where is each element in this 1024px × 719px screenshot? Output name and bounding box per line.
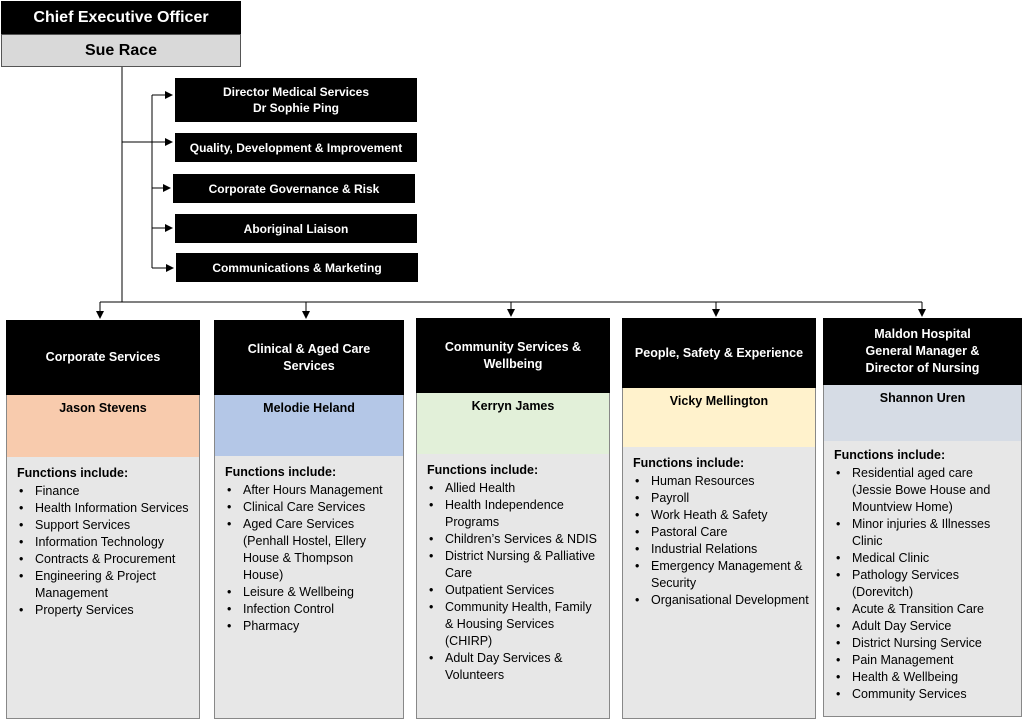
staff-role-title: Communications & Marketing (212, 260, 382, 275)
functions-list: Residential aged care (Jessie Bowe House… (834, 465, 1015, 703)
functions-list: After Hours Management Clinical Care Ser… (225, 482, 397, 635)
functions-list: Finance Health Information Services Supp… (17, 483, 193, 619)
division-lead: Vicky Mellington (622, 388, 816, 447)
functions-label: Functions include: (225, 465, 337, 479)
staff-box-aboriginal-liaison: Aboriginal Liaison (175, 214, 417, 243)
staff-box-communications: Communications & Marketing (176, 253, 418, 282)
staff-box-quality: Quality, Development & Improvement (175, 133, 417, 162)
division-clinical-aged-care: Clinical & Aged Care Services Melodie He… (214, 320, 404, 719)
division-functions: Functions include: Residential aged care… (823, 441, 1022, 717)
division-maldon-hospital: Maldon Hospital General Manager & Direct… (823, 318, 1022, 717)
function-item: Property Services (17, 602, 193, 619)
function-item: Payroll (633, 490, 809, 507)
function-item: Allied Health (427, 480, 603, 497)
staff-role-title: Director Medical Services (222, 85, 370, 99)
division-lead: Shannon Uren (823, 385, 1022, 441)
division-lead: Kerryn James (416, 393, 610, 454)
function-item: Work Heath & Safety (633, 507, 809, 524)
ceo-name: Sue Race (1, 34, 241, 67)
function-item: Clinical Care Services (225, 499, 397, 516)
division-corporate-services: Corporate Services Jason Stevens Functio… (6, 320, 200, 719)
division-functions: Functions include: After Hours Managemen… (214, 456, 404, 719)
function-item: Community Health, Family & Housing Servi… (427, 599, 603, 650)
function-item: Outpatient Services (427, 582, 603, 599)
function-item: After Hours Management (225, 482, 397, 499)
function-item: Aged Care Services (Penhall Hostel, Elle… (225, 516, 397, 584)
staff-role-person: Dr Sophie Ping (252, 101, 339, 115)
staff-role-title: Quality, Development & Improvement (189, 140, 403, 155)
division-lead: Jason Stevens (6, 395, 200, 457)
division-title-line: General Manager & (865, 344, 980, 358)
functions-list: Allied Health Health Independence Progra… (427, 480, 603, 684)
function-item: Health & Wellbeing (834, 669, 1015, 686)
function-item: Children’s Services & NDIS (427, 531, 603, 548)
function-item: Finance (17, 483, 193, 500)
division-title: Clinical & Aged Care Services (214, 320, 404, 395)
division-community-services: Community Services & Wellbeing Kerryn Ja… (416, 318, 610, 719)
division-title-line: Clinical & Aged Care (247, 341, 371, 356)
division-title: Community Services & Wellbeing (416, 318, 610, 393)
function-item: Human Resources (633, 473, 809, 490)
function-item: Pain Management (834, 652, 1015, 669)
function-item: Emergency Management & Security (633, 558, 809, 592)
function-item: Pathology Services (Dorevitch) (834, 567, 1015, 601)
division-lead: Melodie Heland (214, 395, 404, 456)
function-item: Pharmacy (225, 618, 397, 635)
function-item: Health Independence Programs (427, 497, 603, 531)
division-functions: Functions include: Finance Health Inform… (6, 457, 200, 719)
division-functions: Functions include: Allied Health Health … (416, 454, 610, 719)
function-item: Support Services (17, 517, 193, 534)
division-title-line: Services (283, 358, 335, 373)
function-item: Infection Control (225, 601, 397, 618)
division-title-line: Community Services & (444, 339, 582, 354)
functions-list: Human Resources Payroll Work Heath & Saf… (633, 473, 809, 609)
staff-role-title: Corporate Governance & Risk (208, 181, 380, 196)
division-people-safety: People, Safety & Experience Vicky Mellin… (622, 318, 816, 719)
function-item: District Nursing & Palliative Care (427, 548, 603, 582)
function-item: Community Services (834, 686, 1015, 703)
function-item: Organisational Development (633, 592, 809, 609)
division-title-line: Wellbeing (483, 356, 543, 371)
functions-label: Functions include: (17, 466, 129, 480)
function-item: Pastoral Care (633, 524, 809, 541)
function-item: Minor injuries & Illnesses Clinic (834, 516, 1015, 550)
function-item: Residential aged care (Jessie Bowe House… (834, 465, 1015, 516)
division-title-line: Corporate Services (45, 350, 161, 364)
staff-box-medical-services: Director Medical Services Dr Sophie Ping (175, 78, 417, 122)
division-title-line: People, Safety & Experience (634, 345, 804, 360)
division-title-line: Director of Nursing (865, 361, 980, 375)
division-title-line: Maldon Hospital (874, 327, 971, 341)
function-item: Medical Clinic (834, 550, 1015, 567)
function-item: Acute & Transition Care (834, 601, 1015, 618)
function-item: Adult Day Services & Volunteers (427, 650, 603, 684)
function-item: Engineering & Project Management (17, 568, 193, 602)
division-title: Maldon Hospital General Manager & Direct… (823, 318, 1022, 385)
function-item: Health Information Services (17, 500, 193, 517)
function-item: Industrial Relations (633, 541, 809, 558)
division-title: Corporate Services (6, 320, 200, 395)
functions-label: Functions include: (834, 448, 946, 462)
function-item: District Nursing Service (834, 635, 1015, 652)
functions-label: Functions include: (427, 463, 539, 477)
function-item: Contracts & Procurement (17, 551, 193, 568)
functions-label: Functions include: (633, 456, 745, 470)
function-item: Information Technology (17, 534, 193, 551)
staff-box-governance: Corporate Governance & Risk (173, 174, 415, 203)
function-item: Leisure & Wellbeing (225, 584, 397, 601)
division-functions: Functions include: Human Resources Payro… (622, 447, 816, 719)
ceo-title: Chief Executive Officer (1, 1, 241, 35)
division-title: People, Safety & Experience (622, 318, 816, 388)
function-item: Adult Day Service (834, 618, 1015, 635)
staff-role-title: Aboriginal Liaison (243, 221, 349, 236)
